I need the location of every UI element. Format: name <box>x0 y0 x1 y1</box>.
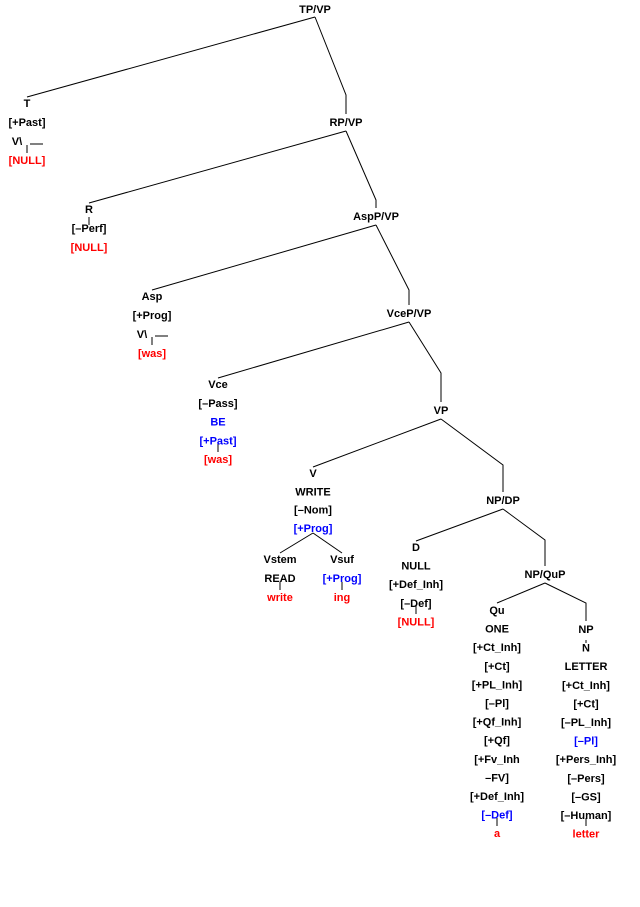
node-label: VP <box>434 405 449 417</box>
feature-line: [+Def_Inh] <box>470 791 524 803</box>
node-npdp: NP/DP <box>486 495 520 507</box>
node-label: NP/QuP <box>525 569 566 581</box>
tree-branch <box>312 418 442 468</box>
tree-branch <box>345 130 377 208</box>
feature-line: [–Pl] <box>485 698 509 710</box>
feature-line: NULL <box>401 561 431 573</box>
node-vce: Vce [–Pass] BE [+Past] [was] <box>198 379 237 466</box>
tree-branch <box>502 508 546 566</box>
node-label: RP/VP <box>329 117 362 129</box>
tree-branch <box>415 508 504 542</box>
feature-line: [–Human] <box>561 810 612 822</box>
node-vsuf: Vsuf [+Prog] ing <box>323 554 362 604</box>
tree-branch <box>26 16 316 98</box>
feature-line: [+Qf] <box>484 735 510 747</box>
feature-line: READ <box>264 573 295 585</box>
feature-line: V\ <box>137 329 147 341</box>
node-label: Qu <box>489 605 504 617</box>
feature-line: [+Past] <box>9 117 46 129</box>
node-label: NP/DP <box>486 495 520 507</box>
node-label: T <box>24 98 31 110</box>
feature-line: [+Ct] <box>484 661 510 673</box>
node-v: V WRITE [–Nom] [+Prog] <box>294 468 333 535</box>
feature-line: [+Prog] <box>294 523 333 535</box>
feature-line: [–Perf] <box>72 223 107 235</box>
feature-line: [NULL] <box>398 616 435 628</box>
node-r: R [–Perf] [NULL] <box>71 204 108 254</box>
tree-branch <box>314 16 347 114</box>
node-tpvp: TP/VP <box>299 4 331 16</box>
feature-line: [NULL] <box>71 242 108 254</box>
tree-branch <box>217 321 410 379</box>
tree-branch <box>375 224 410 305</box>
node-aspvp: AspP/VP <box>353 211 399 223</box>
feature-line: –FV] <box>485 772 509 784</box>
tree-branch <box>312 532 343 554</box>
feature-line: ing <box>334 592 351 604</box>
feature-line: [was] <box>204 454 232 466</box>
feature-line: [–PL_Inh] <box>561 717 611 729</box>
feature-line: V\ <box>12 136 22 148</box>
node-asp: Asp [+Prog] V\ [was] <box>133 291 172 360</box>
node-label: Vce <box>208 379 228 391</box>
node-label: Vstem <box>263 554 296 566</box>
feature-line: LETTER <box>565 661 608 673</box>
tree-branch <box>408 321 442 402</box>
feature-line: [–Pl] <box>574 736 598 748</box>
feature-line: [–GS] <box>571 791 601 803</box>
node-label: Vsuf <box>330 554 354 566</box>
node-vcevp: VceP/VP <box>387 308 432 320</box>
feature-line: BE <box>210 417 225 429</box>
feature-line: [NULL] <box>9 155 46 167</box>
feature-line: [+Past] <box>200 435 237 447</box>
node-label: TP/VP <box>299 4 331 16</box>
feature-line: write <box>266 592 293 604</box>
feature-line: ONE <box>485 624 509 636</box>
feature-line: [+Ct_Inh] <box>562 680 610 692</box>
node-label: AspP/VP <box>353 211 399 223</box>
feature-line: [+Qf_Inh] <box>473 717 522 729</box>
tree-branch <box>88 130 347 204</box>
node-label: Asp <box>142 291 163 303</box>
tree-branch <box>440 418 504 492</box>
feature-line: letter <box>573 829 601 841</box>
node-label: NP <box>578 624 593 636</box>
node-t: T [+Past] V\ [NULL] <box>9 98 46 167</box>
node-label: V <box>309 468 317 480</box>
tree-branch <box>279 532 314 554</box>
node-label: R <box>85 204 93 216</box>
feature-line: WRITE <box>295 486 330 498</box>
feature-line: N <box>582 643 590 655</box>
node-rpvp: RP/VP <box>329 117 362 129</box>
tree-branch <box>496 582 546 604</box>
feature-line: [+Prog] <box>323 573 362 585</box>
feature-line: [+Pers_Inh] <box>556 754 617 766</box>
feature-line: [+Def_Inh] <box>389 579 443 591</box>
tree-branch <box>544 582 587 621</box>
node-d: D NULL [+Def_Inh] [–Def] [NULL] <box>389 542 443 628</box>
feature-line: a <box>494 828 501 840</box>
feature-line: [+Ct_Inh] <box>473 642 521 654</box>
node-np: NP N LETTER [+Ct_Inh] [+Ct] [–PL_Inh] [–Pl] [+P… <box>556 624 617 841</box>
tree-branch <box>151 224 377 291</box>
feature-line: [–Pers] <box>567 773 605 785</box>
node-label: D <box>412 542 420 554</box>
feature-line: [was] <box>138 348 166 360</box>
feature-line: [–Def] <box>400 598 432 610</box>
feature-line: [–Pass] <box>198 398 237 410</box>
node-vp: VP <box>434 405 449 417</box>
node-npqup: NP/QuP <box>525 569 566 581</box>
feature-line: [–Def] <box>481 810 513 822</box>
node-label: VceP/VP <box>387 308 432 320</box>
feature-line: [+Prog] <box>133 310 172 322</box>
feature-line: [+Fv_Inh <box>474 754 520 766</box>
feature-line: [–Nom] <box>294 505 332 517</box>
feature-line: [+PL_Inh] <box>472 679 523 691</box>
feature-line: [+Ct] <box>573 698 599 710</box>
